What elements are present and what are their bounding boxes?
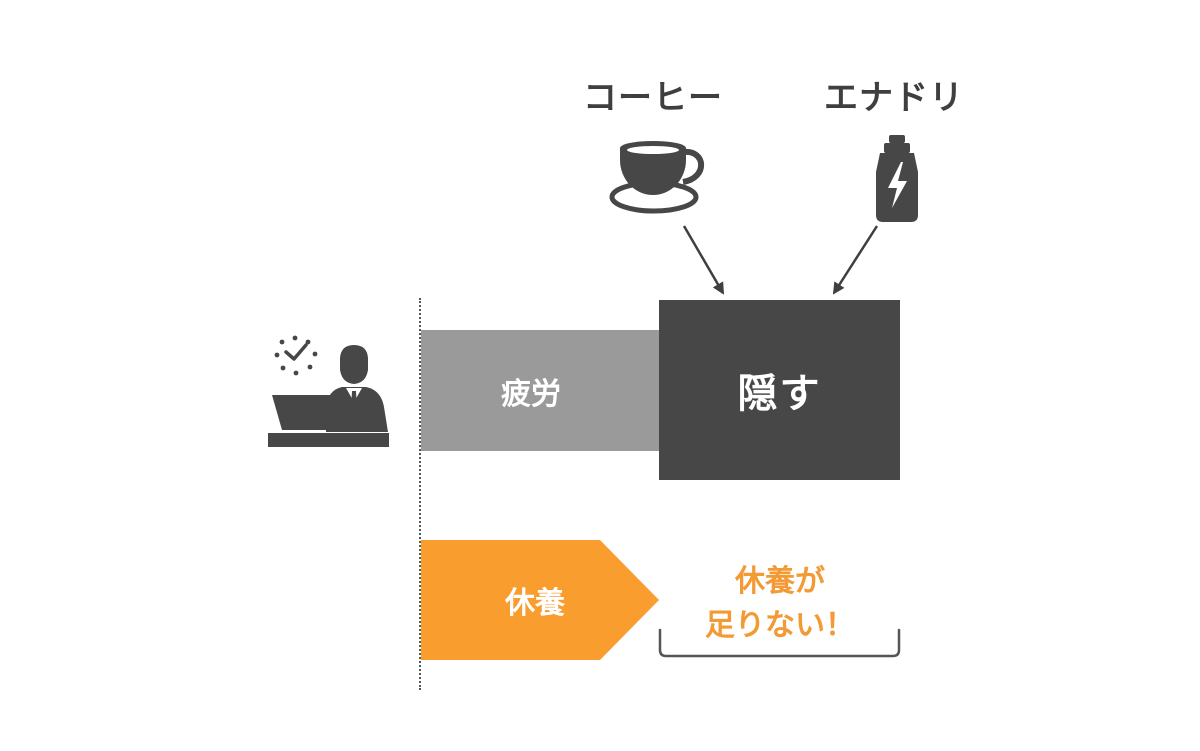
warning-line-2: 足りない！ xyxy=(705,608,855,643)
warning-bracket xyxy=(658,628,901,658)
warning-line-1: 休養が xyxy=(735,564,825,599)
coffee-arrow xyxy=(682,225,725,295)
coffee-label: コーヒー xyxy=(583,78,723,118)
clock-check-icon xyxy=(274,335,318,376)
warning-text: 休養が 足りない！ xyxy=(660,560,900,648)
energy-drink-bottle-icon xyxy=(876,135,918,222)
person-at-laptop-icon xyxy=(268,335,389,447)
timeline-divider xyxy=(419,298,421,690)
fatigue-bar: 疲労 xyxy=(421,330,661,451)
rest-label: 休養 xyxy=(505,586,565,621)
hide-label: 隠す xyxy=(737,371,822,417)
hide-box: 隠す xyxy=(659,300,900,480)
rest-arrow-shape xyxy=(421,540,659,660)
coffee-cup-icon xyxy=(609,141,704,214)
energy-drink-label: エナドリ xyxy=(824,78,964,118)
energy-drink-arrow xyxy=(832,225,879,295)
fatigue-label: 疲労 xyxy=(501,376,561,412)
